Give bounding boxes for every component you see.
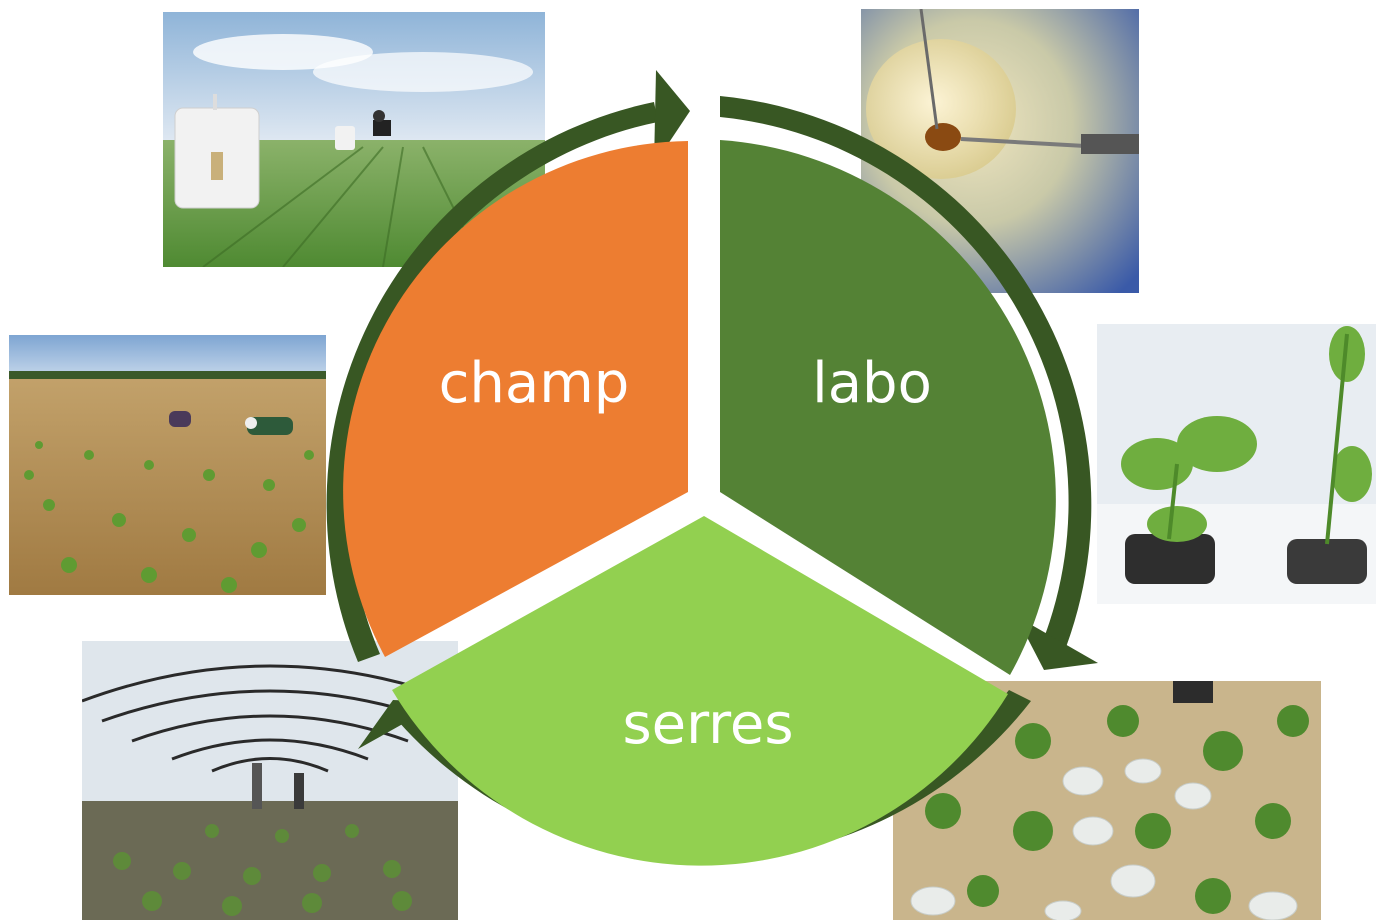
label-champ: champ bbox=[439, 351, 630, 416]
cycle-arc-left bbox=[326, 102, 658, 662]
label-labo: labo bbox=[812, 351, 932, 416]
arrowhead-top-left bbox=[654, 70, 690, 165]
photo-greenhouse bbox=[82, 641, 458, 920]
segment-champ bbox=[343, 141, 688, 657]
plants-in-pots-image bbox=[1097, 324, 1376, 604]
label-serres: serres bbox=[622, 692, 793, 757]
arrowhead-right bbox=[1016, 616, 1098, 670]
segment-serres bbox=[392, 516, 1008, 866]
workers-in-beet-field-image bbox=[9, 335, 326, 595]
photo-field-workers bbox=[9, 335, 326, 595]
photo-plants-pots bbox=[1097, 324, 1376, 604]
greenhouse-tunnel-image bbox=[82, 641, 458, 920]
segment-labo bbox=[720, 140, 1056, 675]
